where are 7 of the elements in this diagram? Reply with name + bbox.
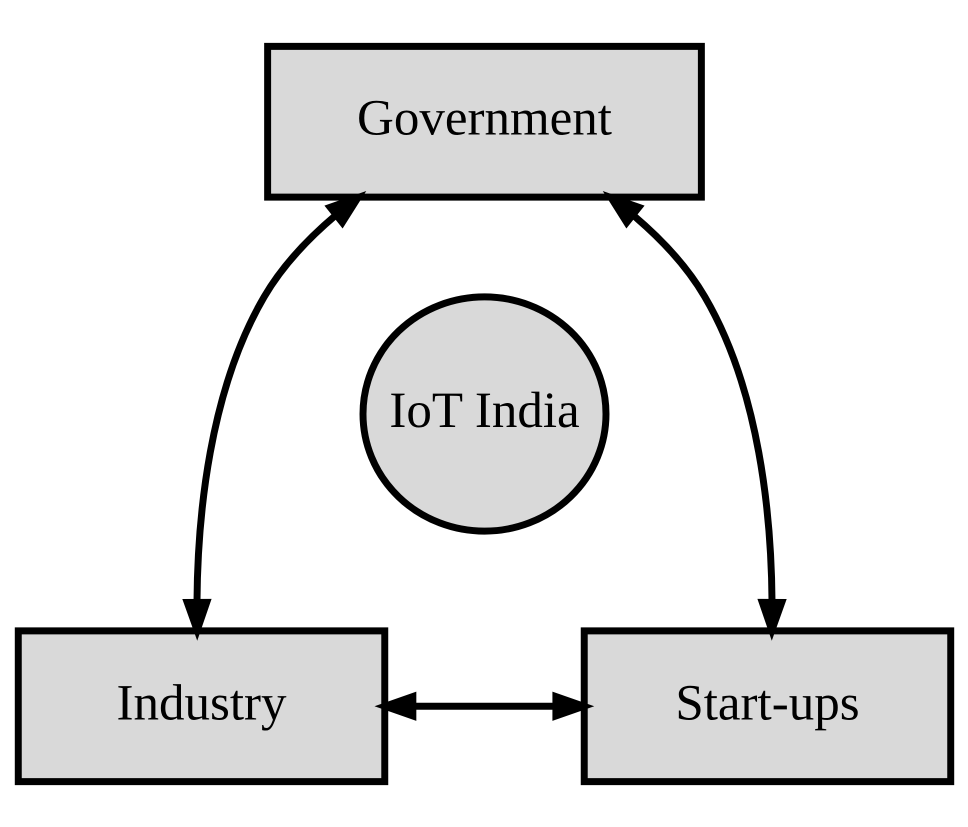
arrow (374, 691, 594, 720)
node-box: Start-ups (580, 626, 954, 785)
node-circle: IoT India (359, 292, 609, 534)
arrow (182, 190, 366, 640)
node-box: Industry (14, 626, 388, 785)
node-box: Government (264, 42, 704, 200)
arrow (602, 190, 786, 640)
